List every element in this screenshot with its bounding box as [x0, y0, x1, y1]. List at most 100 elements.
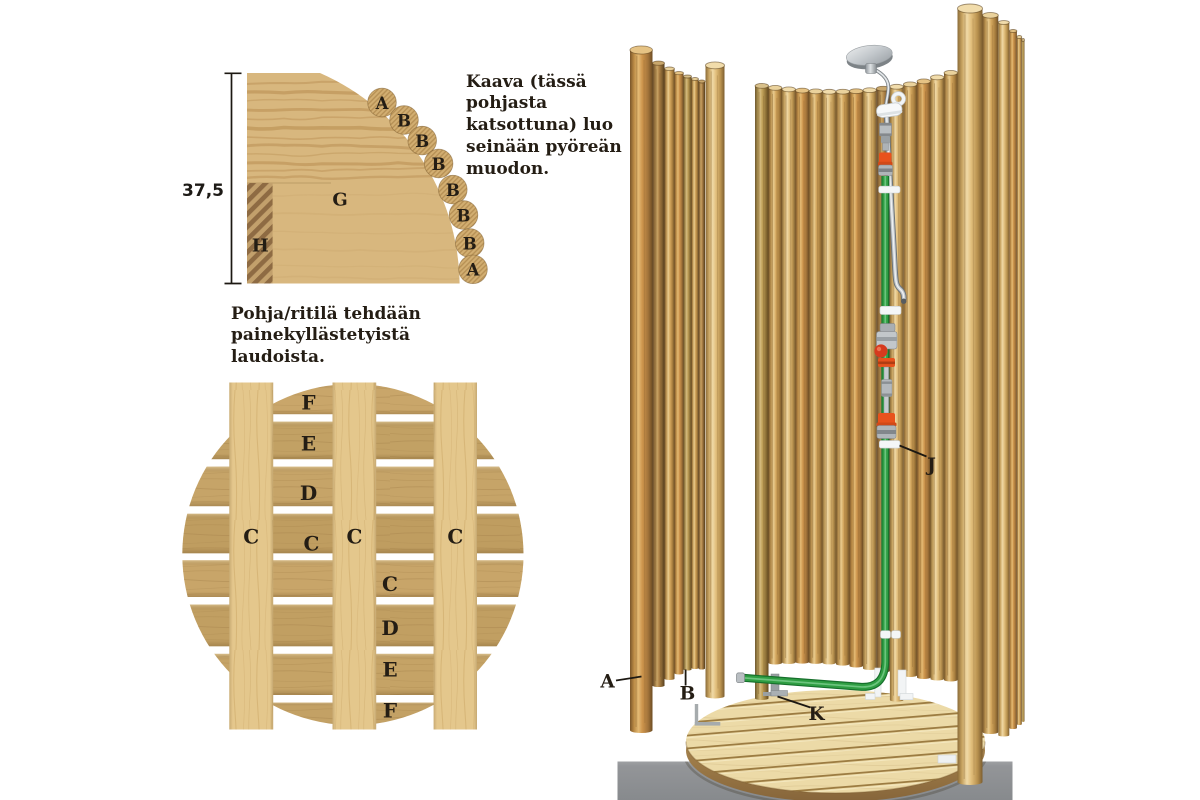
- grate-vertical-boards: [229, 382, 477, 730]
- wall-pole: [835, 88, 850, 666]
- batten-h: [247, 183, 273, 284]
- dimension-label: 37,5: [182, 181, 224, 201]
- angle-bracket: [897, 669, 907, 697]
- wall-pole: [849, 88, 864, 668]
- pole-section-label: B: [446, 181, 460, 200]
- deck-angle-bracket-left: [694, 704, 721, 726]
- leader-line-k: [777, 695, 811, 709]
- hose-clamp: [891, 630, 901, 639]
- slat-label: D: [300, 481, 317, 505]
- assembly-labels: A B K J: [599, 444, 936, 725]
- pole-section-label: A: [375, 94, 389, 113]
- wall-pole: [705, 61, 725, 699]
- wall-pole: [664, 66, 675, 681]
- caption-line: seinään pyöreän: [466, 136, 622, 157]
- wall-pole: [982, 12, 999, 734]
- valve-handle: [874, 344, 888, 358]
- pole-section-circle: [407, 125, 437, 156]
- pole-section-circle: [448, 200, 479, 230]
- wall-pole: [930, 74, 945, 681]
- wall-pole: [674, 71, 684, 675]
- wall-pole: [916, 78, 931, 680]
- label-a: A: [599, 672, 615, 693]
- slat-label: F: [383, 698, 397, 722]
- vertical-board-label: C: [243, 524, 259, 548]
- label-b: B: [680, 684, 696, 705]
- angle-bracket: [770, 690, 788, 697]
- right-wall: [957, 3, 1025, 786]
- wall-pole: [957, 3, 983, 786]
- caption-line: painekyllästetyistä: [231, 325, 410, 346]
- leader-line-a: [615, 675, 642, 682]
- pole-section-circle: [423, 148, 454, 179]
- wall-pole: [1021, 38, 1025, 722]
- shower-arm: [870, 65, 891, 106]
- plywood-label: G: [332, 190, 347, 211]
- angle-bracket: [937, 754, 957, 764]
- leader-line-j: [899, 444, 927, 458]
- wall-pole: [1008, 29, 1018, 729]
- slat-label: C: [382, 572, 398, 596]
- back-wall: [768, 70, 958, 682]
- pole-section-label: B: [457, 206, 471, 225]
- pole-section-circle: [367, 87, 397, 118]
- caption-line: Kaava (tässä: [466, 71, 587, 92]
- pole-section-circle: [458, 254, 488, 284]
- slat-label: D: [381, 616, 398, 640]
- pole-section-label: B: [463, 234, 477, 253]
- angle-bracket: [899, 693, 914, 700]
- wall-pole: [822, 88, 837, 665]
- slat-label: F: [301, 390, 315, 414]
- wall-pole: [997, 20, 1010, 737]
- wall-pole: [781, 86, 796, 665]
- caption-line: Pohja/ritilä tehdään: [231, 303, 421, 324]
- shower-column: [736, 106, 907, 691]
- anchor-pole: [754, 83, 769, 701]
- left-wall: [629, 45, 725, 733]
- wall-pole: [683, 74, 692, 671]
- wall-pole: [691, 77, 699, 669]
- caption-line: pohjasta: [466, 93, 548, 114]
- wall-pole: [1016, 35, 1023, 725]
- wall-pole: [902, 81, 918, 678]
- grate-vertical-board: [433, 382, 477, 730]
- shower-head: [846, 44, 893, 70]
- dimension-line: [224, 72, 242, 285]
- label-j: J: [925, 455, 936, 476]
- wall-pole: [698, 79, 706, 670]
- grate-vertical-board: [332, 382, 377, 730]
- hose-clamp: [880, 630, 891, 639]
- pole-section-circles: A B B B B B B A: [367, 87, 488, 284]
- label-k: K: [808, 704, 825, 725]
- grate-vertical-board: [229, 382, 274, 730]
- wall-pole: [652, 60, 665, 688]
- pole-holder: [876, 91, 906, 118]
- wall-pole: [943, 70, 958, 682]
- slat-label: C: [304, 532, 320, 556]
- caption-line: katsottuna) luo: [466, 115, 614, 136]
- shower-head-nut: [865, 63, 877, 74]
- slat-label: E: [301, 431, 316, 455]
- wall-pole: [808, 88, 823, 664]
- pole-section-label: B: [415, 132, 429, 151]
- hose-clamp: [878, 185, 901, 194]
- angle-bracket: [865, 693, 876, 700]
- pole-section-label: B: [397, 111, 411, 130]
- grate-diagram: C C C F E D C C D E F: [182, 382, 524, 730]
- caption-line: laudoista.: [231, 347, 325, 368]
- vertical-board-label: C: [447, 524, 463, 548]
- slat-label: E: [382, 658, 397, 682]
- template-diagram: A B B B B B B A G H: [224, 72, 488, 285]
- wall-pole: [862, 87, 877, 671]
- tap-adapter-top: [879, 122, 892, 151]
- wall-pole: [768, 85, 783, 665]
- valve-assembly: [874, 323, 898, 439]
- batten-label: H: [252, 236, 269, 257]
- shower-head-group: [846, 44, 906, 118]
- pole-section-circle: [389, 105, 419, 135]
- wall-pole: [795, 87, 810, 664]
- pole-section-circle: [438, 174, 468, 205]
- caption-line: muodon.: [466, 158, 550, 179]
